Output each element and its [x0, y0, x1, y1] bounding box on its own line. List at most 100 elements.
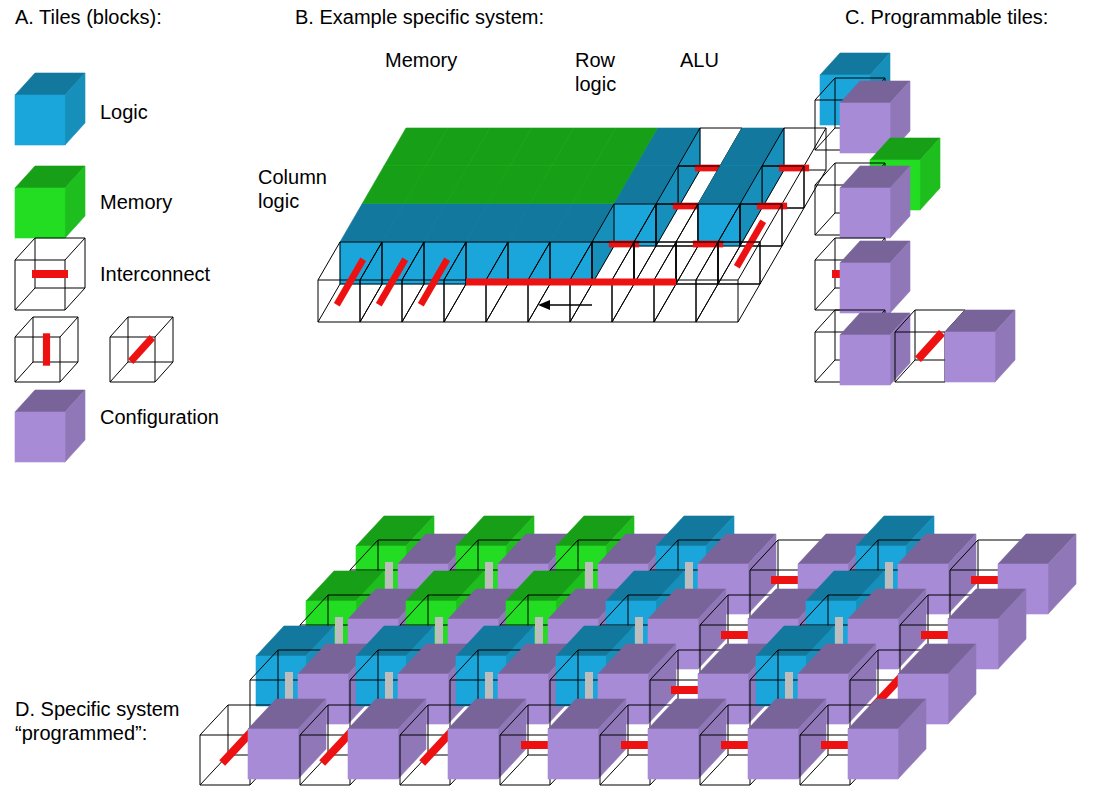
cube-edge — [895, 360, 915, 382]
cube-edge — [612, 284, 634, 322]
cube-edge — [835, 78, 885, 79]
cube-edge — [676, 284, 718, 285]
wire-cube — [318, 242, 382, 322]
cube-front — [848, 729, 898, 779]
cube-edge — [738, 280, 739, 322]
cube-edge — [740, 204, 782, 205]
cube-edge — [654, 280, 655, 322]
cube-edge — [155, 317, 173, 337]
cube-edge — [656, 246, 698, 247]
cube-edge — [500, 785, 550, 786]
cube-edge — [444, 284, 466, 322]
cube-edge — [800, 735, 801, 785]
cube-edge — [278, 650, 279, 700]
cube-edge — [654, 242, 676, 280]
cube-edge — [700, 128, 701, 170]
cube-edge — [782, 208, 804, 246]
cube-edge — [110, 382, 155, 383]
cube-edge — [592, 204, 614, 242]
cube-edge — [600, 595, 628, 625]
cube-edge — [486, 322, 528, 323]
cube-edge — [200, 735, 201, 785]
cube-edge — [500, 705, 528, 735]
config-cube — [248, 699, 326, 779]
part-label: ALU — [680, 48, 719, 72]
cube-edge — [300, 705, 328, 735]
cube-edge — [570, 280, 571, 322]
cube-edge — [528, 242, 550, 280]
panel-title: C. Programmable tiles: — [845, 5, 1048, 29]
cube-edge — [60, 362, 78, 382]
cube-edge — [740, 204, 741, 246]
cube-front — [466, 242, 508, 284]
cube-edge — [750, 540, 778, 570]
cube-edge — [800, 705, 828, 735]
cube-edge — [762, 128, 784, 166]
cube-edge — [15, 260, 65, 261]
cube-edge — [634, 246, 656, 284]
bus-bar — [466, 279, 676, 286]
cube-front — [840, 188, 890, 238]
wire-cube — [696, 242, 760, 322]
cube-edge — [696, 284, 718, 322]
cube-edge — [614, 204, 656, 205]
cube-front — [648, 729, 698, 779]
cube-edge — [528, 322, 570, 323]
cube-edge — [835, 163, 836, 213]
cube-edge — [450, 540, 478, 570]
cube-edge — [360, 280, 361, 322]
cube-edge — [650, 540, 678, 570]
cube-edge — [600, 785, 650, 786]
cube-edge — [676, 204, 698, 242]
cube-edge — [382, 242, 383, 284]
cube-edge — [815, 360, 835, 382]
cube-edge — [804, 166, 805, 208]
cube-edge — [486, 280, 487, 322]
cube-edge — [815, 238, 835, 260]
cube-front — [614, 204, 656, 246]
cube-edge — [878, 650, 879, 700]
cube-edge — [592, 246, 614, 284]
cube-edge — [528, 284, 550, 322]
cube-edge — [300, 595, 328, 625]
cube-edge — [33, 317, 78, 318]
cube-edge — [128, 317, 173, 318]
cube-edge — [634, 242, 676, 243]
wire-cube — [360, 242, 424, 322]
config-cube — [840, 241, 910, 313]
cube-side — [948, 644, 976, 724]
cube-edge — [592, 242, 634, 243]
cube-front — [15, 188, 65, 238]
cube-edge — [800, 785, 850, 786]
cube-front — [508, 242, 550, 284]
cube-edge — [718, 204, 740, 242]
cube-edge — [950, 540, 978, 570]
interconnect-bar — [43, 333, 50, 365]
cube-edge — [300, 785, 350, 786]
logic-cube — [15, 73, 85, 145]
cube-edge — [486, 242, 508, 280]
cube-edge — [382, 242, 424, 243]
cube-edge — [570, 280, 571, 322]
cube-edge — [656, 204, 698, 205]
cube-edge — [200, 735, 250, 736]
cube-edge — [915, 310, 916, 360]
cube-edge — [528, 280, 529, 322]
cube-front — [840, 263, 890, 313]
cube-edge — [738, 284, 760, 322]
interconnect-bar — [32, 270, 68, 278]
cube-edge — [718, 242, 760, 243]
cube-edge — [815, 128, 835, 150]
wire-cube — [762, 128, 826, 208]
cube-edge — [835, 78, 836, 128]
part-label: Memory — [385, 48, 457, 72]
logic-cube — [614, 166, 678, 246]
cube-edge — [740, 204, 741, 246]
cube-edge — [110, 317, 128, 337]
cube-side — [1048, 534, 1076, 614]
cube-edge — [762, 166, 763, 208]
config-cube — [448, 699, 526, 779]
cube-edge — [550, 242, 551, 284]
cube-edge — [656, 204, 657, 246]
cube-edge — [486, 284, 508, 322]
